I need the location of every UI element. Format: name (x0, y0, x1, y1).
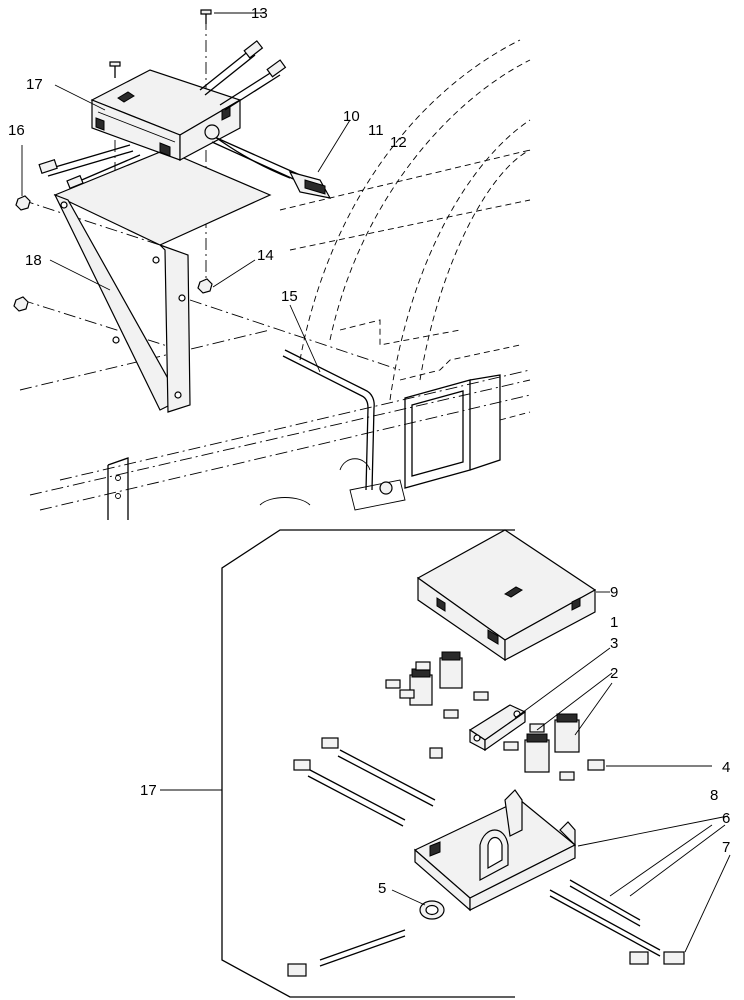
callout-3: 3 (610, 635, 618, 652)
base-8 (413, 789, 577, 912)
callout-16: 16 (8, 122, 25, 139)
bushing-5 (419, 900, 445, 920)
leader-lines-bottom (391, 591, 731, 953)
air-tubes-top (38, 40, 301, 190)
callout-10: 10 (343, 108, 360, 125)
callout-17-top: 17 (26, 76, 43, 93)
callout-9: 9 (610, 584, 618, 601)
hardware-top (13, 9, 213, 312)
callout-8: 8 (710, 787, 718, 804)
callout-12: 12 (390, 134, 407, 151)
solenoid-valves (409, 651, 580, 773)
callout-6: 6 (722, 810, 730, 827)
exploded-bracket-frame (160, 529, 515, 998)
machine-frame-outline (19, 39, 531, 520)
callout-labels: 13 17 10 11 12 16 18 14 15 9 1 3 2 4 17 … (8, 5, 730, 897)
leader-lines-top (21, 12, 351, 373)
air-tubes-6 (287, 737, 685, 977)
callout-5: 5 (378, 880, 386, 897)
callout-15: 15 (281, 288, 298, 305)
cover-9 (416, 529, 597, 662)
callout-17-bottom: 17 (140, 782, 157, 799)
control-box-17-installed (90, 69, 242, 161)
callout-11: 11 (368, 122, 384, 139)
callout-13: 13 (251, 5, 268, 22)
small-fittings (385, 661, 605, 781)
callout-1: 1 (610, 614, 618, 631)
mounting-bracket-18 (53, 149, 272, 413)
callout-7: 7 (722, 839, 730, 856)
callout-14: 14 (257, 247, 274, 264)
callout-18: 18 (25, 252, 42, 269)
manifold-block-1 (468, 704, 527, 752)
callout-4: 4 (722, 759, 730, 776)
rod-15 (282, 349, 393, 495)
callout-2: 2 (610, 665, 618, 682)
harness-connector-10 (204, 124, 332, 199)
